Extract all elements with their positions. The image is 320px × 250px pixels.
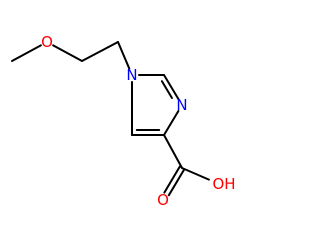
single-bond xyxy=(52,44,83,62)
single-bond xyxy=(163,110,180,136)
double-bond-outer xyxy=(163,74,180,100)
single-bond xyxy=(181,167,210,181)
atom-label-o-carbonyl: O xyxy=(157,191,169,209)
single-bond xyxy=(81,41,119,62)
double-bond-inner xyxy=(160,80,173,99)
molecule-structure: O N N O OH xyxy=(11,33,236,209)
double-bond-line xyxy=(167,168,186,197)
atoms-layer: O N N O OH xyxy=(41,33,235,209)
single-bond xyxy=(117,41,131,70)
atom-label-o-hydroxyl: OH xyxy=(212,175,235,193)
single-bond xyxy=(11,44,42,62)
atom-label-n3: N xyxy=(176,96,187,114)
bonds-layer xyxy=(11,41,210,197)
single-bond xyxy=(163,134,183,169)
atom-label-n1: N xyxy=(126,66,137,84)
double-bond-line xyxy=(163,165,181,194)
atom-label-o-ether: O xyxy=(41,33,53,51)
